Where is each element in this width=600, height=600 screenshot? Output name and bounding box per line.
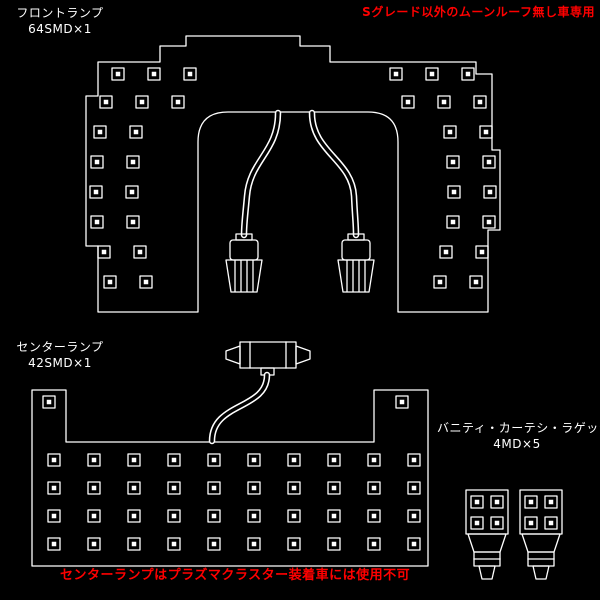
center-lamp-wire bbox=[208, 371, 271, 445]
center-lamp-count: 42SMD×1 bbox=[28, 355, 92, 370]
festoon-adapter bbox=[225, 341, 311, 376]
front-lamp-wires bbox=[240, 109, 360, 239]
vanity-count: 4MD×5 bbox=[493, 436, 541, 451]
wedge-bulb-1 bbox=[466, 490, 508, 579]
front-lamp-count: 64SMD×1 bbox=[28, 21, 92, 36]
front-lamp-led-array-right bbox=[389, 67, 497, 289]
center-lamp-title: センターランプ bbox=[16, 340, 104, 354]
plasma-warning-text: センターランプはプラズマクラスター装着車には使用不可 bbox=[60, 568, 411, 583]
front-lamp-t10-connectors bbox=[225, 233, 375, 293]
center-lamp-label-block: センターランプ 42SMD×1 bbox=[4, 340, 116, 371]
front-lamp-board bbox=[85, 35, 501, 313]
front-lamp-title: フロントランプ bbox=[16, 6, 104, 20]
vanity-title: バニティ・カーテシ・ラゲッジ bbox=[437, 421, 600, 435]
center-lamp-board bbox=[31, 341, 429, 567]
wedge-bulb-2 bbox=[520, 490, 562, 579]
front-lamp-label-block: フロントランプ 64SMD×1 bbox=[4, 6, 116, 37]
center-lamp-led-array bbox=[42, 395, 421, 551]
wedge-bulbs bbox=[466, 490, 562, 579]
front-lamp-led-array-left bbox=[89, 67, 197, 289]
moonroof-warning-text: Sグレード以外のムーンルーフ無し車専用 bbox=[362, 5, 595, 19]
vanity-label-block: バニティ・カーテシ・ラゲッジ 4MD×5 bbox=[437, 421, 600, 452]
